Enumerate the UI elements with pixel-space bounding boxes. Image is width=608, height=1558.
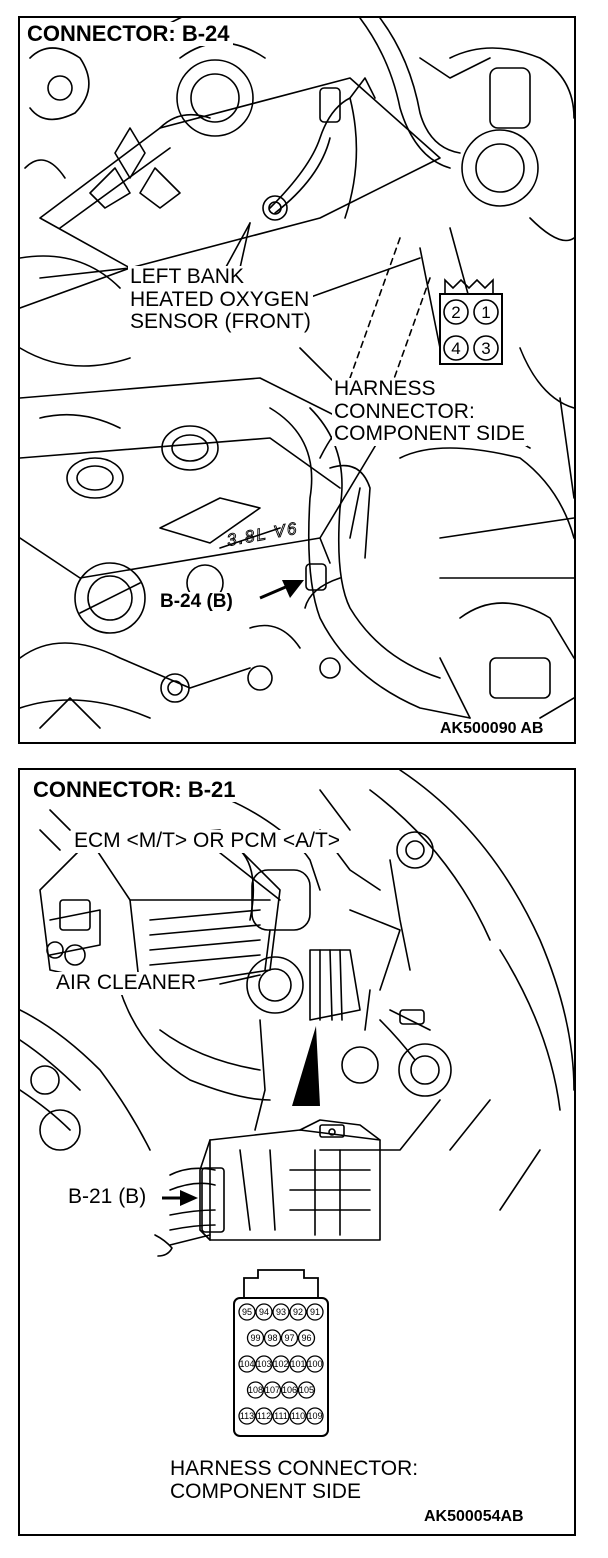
b21-pin-98 [263, 1329, 282, 1347]
b21-pin-108 [246, 1381, 265, 1399]
engine-bay-illustration-b21: 9594939291999897961041031021011001081071… [20, 770, 574, 1437]
b24-figure-code: AK500090 AB [438, 720, 546, 738]
b24-connector-face: 2 1 4 3 [439, 278, 503, 365]
b21-pin-label: 100 [307, 1359, 322, 1369]
b21-pin-label: 106 [282, 1385, 297, 1395]
b21-panel-title: CONNECTOR: B-21 [30, 778, 239, 802]
sensor-label-line-1: LEFT BANK [130, 265, 244, 288]
b21-pin-113 [238, 1407, 256, 1425]
b21-pin-label: 92 [293, 1307, 303, 1317]
b24-harness-line-2: CONNECTOR: [334, 399, 475, 423]
b21-pin-100 [306, 1355, 324, 1373]
b24-pin-1: 1 [481, 303, 490, 322]
b21-pin-112 [255, 1407, 273, 1425]
b21-pin-label: 104 [239, 1359, 254, 1369]
engine-badge-text: 3.8L V6 [225, 519, 299, 550]
b21-pin-label: 102 [273, 1359, 288, 1369]
air-cleaner-callout-label: AIR CLEANER [54, 971, 199, 995]
b21-pin-105 [297, 1381, 316, 1399]
b21-pin-94 [255, 1303, 273, 1321]
b21-figure-code: AK500054AB [422, 1508, 526, 1526]
b21-pointer-arrow [162, 1190, 198, 1206]
ecm-callout-label: ECM <M/T> OR PCM <A/T> [72, 829, 343, 853]
b21-pin-92 [289, 1303, 307, 1321]
b21-pin-97 [280, 1329, 299, 1347]
b21-pin-label: 112 [257, 1411, 271, 1421]
b21-pin-label: 95 [242, 1307, 252, 1317]
b24-pin-4: 4 [451, 339, 460, 358]
b21-pin-label: 109 [307, 1411, 322, 1421]
sensor-label-line-3: SENSOR (FRONT) [130, 310, 311, 334]
b21-pin-label: 101 [290, 1359, 305, 1369]
ecm-pointer-wedge [292, 1026, 320, 1106]
b21-pin-label: 94 [259, 1307, 269, 1317]
connector-b24-panel: 2 1 4 3 3.8L V6 CONNECTOR: B-24 LEFT BAN… [18, 16, 576, 744]
b21-pin-label: 111 [274, 1411, 288, 1421]
b21-pin-93 [272, 1303, 290, 1321]
b21-pin-96 [297, 1329, 316, 1347]
b21-pin-102 [272, 1355, 290, 1373]
b21-pin-95 [238, 1303, 256, 1321]
b21-pin-label: 107 [265, 1385, 280, 1395]
b24-pointer-arrow [259, 580, 304, 600]
b21-pin-label: 110 [291, 1411, 305, 1421]
b24-harness-line-3: COMPONENT SIDE [334, 422, 525, 446]
b24-pin-2: 2 [451, 303, 460, 322]
b24-harness-connector-label: HARNESS CONNECTOR: COMPONENT SIDE [332, 377, 527, 447]
b21-pin-label: 96 [301, 1333, 311, 1343]
b21-pin-label: 99 [250, 1333, 260, 1343]
b21-pin-label: 103 [256, 1359, 271, 1369]
b21-pin-99 [246, 1329, 265, 1347]
b21-pin-91 [306, 1303, 324, 1321]
b21-pin-103 [255, 1355, 273, 1373]
sensor-label-line-2: HEATED OXYGEN [130, 287, 310, 311]
b21-harness-line-1: HARNESS CONNECTOR: [170, 1457, 419, 1480]
b21-pin-label: 97 [284, 1333, 294, 1343]
b21-pin-label: 91 [310, 1307, 320, 1317]
b21-pin-107 [263, 1381, 282, 1399]
sensor-callout-label: LEFT BANK HEATED OXYGEN SENSOR (FRONT) [128, 265, 313, 335]
b24-harness-line-1: HARNESS [334, 377, 436, 400]
b21-pin-label: 93 [276, 1307, 286, 1317]
b21-harness-connector-label: HARNESS CONNECTOR: COMPONENT SIDE [168, 1457, 421, 1504]
b21-pin-101 [289, 1355, 307, 1373]
b21-pin-110 [289, 1407, 307, 1425]
b21-pin-label: 108 [248, 1385, 263, 1395]
b24-pin-3: 3 [481, 339, 490, 358]
b21-pin-111 [272, 1407, 290, 1425]
b24-pointer-label: B-24 (B) [158, 591, 235, 613]
b21-pin-label: 113 [240, 1411, 254, 1421]
b24-panel-title: CONNECTOR: B-24 [24, 22, 233, 46]
b21-pin-104 [238, 1355, 256, 1373]
b21-pin-label: 105 [299, 1385, 314, 1395]
b21-pointer-label: B-21 (B) [66, 1185, 149, 1209]
b21-pin-106 [280, 1381, 299, 1399]
b21-harness-line-2: COMPONENT SIDE [170, 1479, 361, 1503]
b21-pin-label: 98 [267, 1333, 277, 1343]
b21-pin-109 [306, 1407, 324, 1425]
